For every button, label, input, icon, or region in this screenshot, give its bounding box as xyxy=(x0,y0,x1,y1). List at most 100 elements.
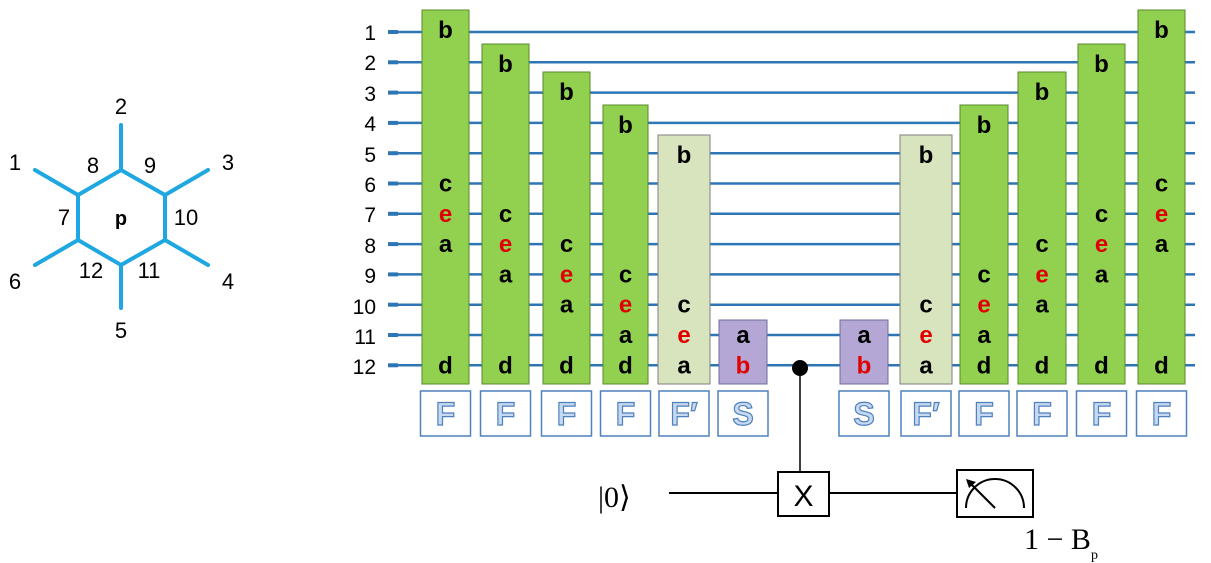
row-labels: 1 2 3 4 5 6 7 8 9 10 11 12 xyxy=(353,22,377,379)
measurement-label-main: 1 − B xyxy=(1024,523,1091,556)
edge-label-1: 1 xyxy=(9,150,21,175)
edge-label-6: 6 xyxy=(9,269,21,294)
gate-letter: c xyxy=(1095,201,1108,228)
gate-letter: d xyxy=(498,352,513,379)
gate-letter: a xyxy=(677,352,691,379)
row-label-2: 2 xyxy=(364,52,376,75)
gate-letter: a xyxy=(977,322,991,349)
gate-letter: a xyxy=(736,322,750,349)
gate-letter: b xyxy=(498,51,513,78)
gate-letter: d xyxy=(977,352,992,379)
gate-body xyxy=(959,104,1009,385)
meter-needle xyxy=(967,480,996,509)
row-label-4: 4 xyxy=(364,113,376,136)
gate-label: F xyxy=(557,396,577,432)
edge-label-10: 10 xyxy=(174,205,198,230)
gate-letter: a xyxy=(1095,261,1109,288)
gate-letter: c xyxy=(560,231,573,258)
gate-label: F xyxy=(1032,396,1052,432)
edge-label-2: 2 xyxy=(115,94,127,119)
gate-letter: c xyxy=(1035,231,1048,258)
gate-letter: a xyxy=(919,352,933,379)
row-label-3: 3 xyxy=(364,83,376,106)
gate-letter-highlight: e xyxy=(619,292,632,319)
ancilla-line: |0⟩ X 1 − Bp xyxy=(598,469,1098,563)
edge-label-4: 4 xyxy=(222,269,234,294)
gate-letter-highlight: e xyxy=(1035,261,1048,288)
gate-letter: b xyxy=(919,142,934,169)
control-dot xyxy=(792,360,808,376)
gate-letter: d xyxy=(1094,352,1109,379)
gate-letter: c xyxy=(977,261,990,288)
gate-body xyxy=(421,9,470,385)
gate-letter: d xyxy=(438,352,453,379)
gate-label-box xyxy=(1016,390,1068,437)
gate-letter: b xyxy=(1154,17,1169,44)
gate-body xyxy=(1077,43,1126,385)
gate-column: abS xyxy=(717,319,769,437)
gate-column: b cea dF xyxy=(1075,43,1128,437)
cnot-target-label: X xyxy=(793,480,813,513)
gate-label: F′ xyxy=(912,396,940,432)
gate-label-box xyxy=(540,390,593,437)
gate-label: F xyxy=(616,396,636,432)
gate-label-box xyxy=(717,390,769,437)
gate-label-box xyxy=(1135,390,1188,437)
gate-label: F xyxy=(1092,396,1112,432)
gate-label: S xyxy=(732,396,753,432)
gate-body xyxy=(1017,71,1067,385)
edge-label-3: 3 xyxy=(222,150,234,175)
gate-letter: c xyxy=(619,261,632,288)
gate-letter: b xyxy=(618,112,633,139)
row-label-12: 12 xyxy=(353,356,376,379)
gate-letter-highlight: e xyxy=(499,231,512,258)
gate-label-box xyxy=(838,390,890,437)
gate-letter: b xyxy=(1094,51,1109,78)
meter-arc xyxy=(965,478,1025,509)
row-label-9: 9 xyxy=(364,265,376,288)
row-label-6: 6 xyxy=(364,174,376,197)
gate-letter-highlight: b xyxy=(736,352,751,379)
gate-label-box xyxy=(958,390,1010,437)
gate-letter-highlight: e xyxy=(560,261,573,288)
edge-label-7: 7 xyxy=(58,205,70,230)
gate-letter: c xyxy=(677,292,690,319)
gate-letter: d xyxy=(1035,352,1050,379)
gate-letter-highlight: e xyxy=(1095,231,1108,258)
gate-letter: a xyxy=(619,322,633,349)
gate-letter-highlight: e xyxy=(1155,201,1168,228)
gate-letter: d xyxy=(618,352,633,379)
gate-letter: a xyxy=(499,261,513,288)
gate-body xyxy=(899,134,953,385)
gate-letter-highlight: e xyxy=(977,292,990,319)
measurement-meter xyxy=(956,469,1034,518)
edge-label-11: 11 xyxy=(138,258,161,283)
row-label-1: 1 xyxy=(364,22,376,45)
row-label-10: 10 xyxy=(353,296,376,319)
row-label-8: 8 xyxy=(364,235,376,258)
gate-body xyxy=(718,319,768,385)
gate-letter: b xyxy=(438,17,453,44)
gate-label-box xyxy=(599,390,652,437)
gate-label-box xyxy=(900,390,952,437)
gate-label: F xyxy=(496,396,516,432)
gate-label: F xyxy=(974,396,994,432)
gate-letter: c xyxy=(1155,171,1168,198)
gate-letter: d xyxy=(559,352,574,379)
gate-letter: b xyxy=(1035,79,1050,106)
gate-body xyxy=(657,134,711,385)
gate-body xyxy=(839,319,889,385)
hexagon-plaquette: p 1 2 3 4 5 6 7 8 9 10 12 11 xyxy=(9,94,234,343)
gate-label: F xyxy=(436,396,456,432)
gate-letter-highlight: e xyxy=(919,322,932,349)
cnot-control xyxy=(792,360,808,476)
measurement-label: 1 − Bp xyxy=(1024,523,1098,563)
